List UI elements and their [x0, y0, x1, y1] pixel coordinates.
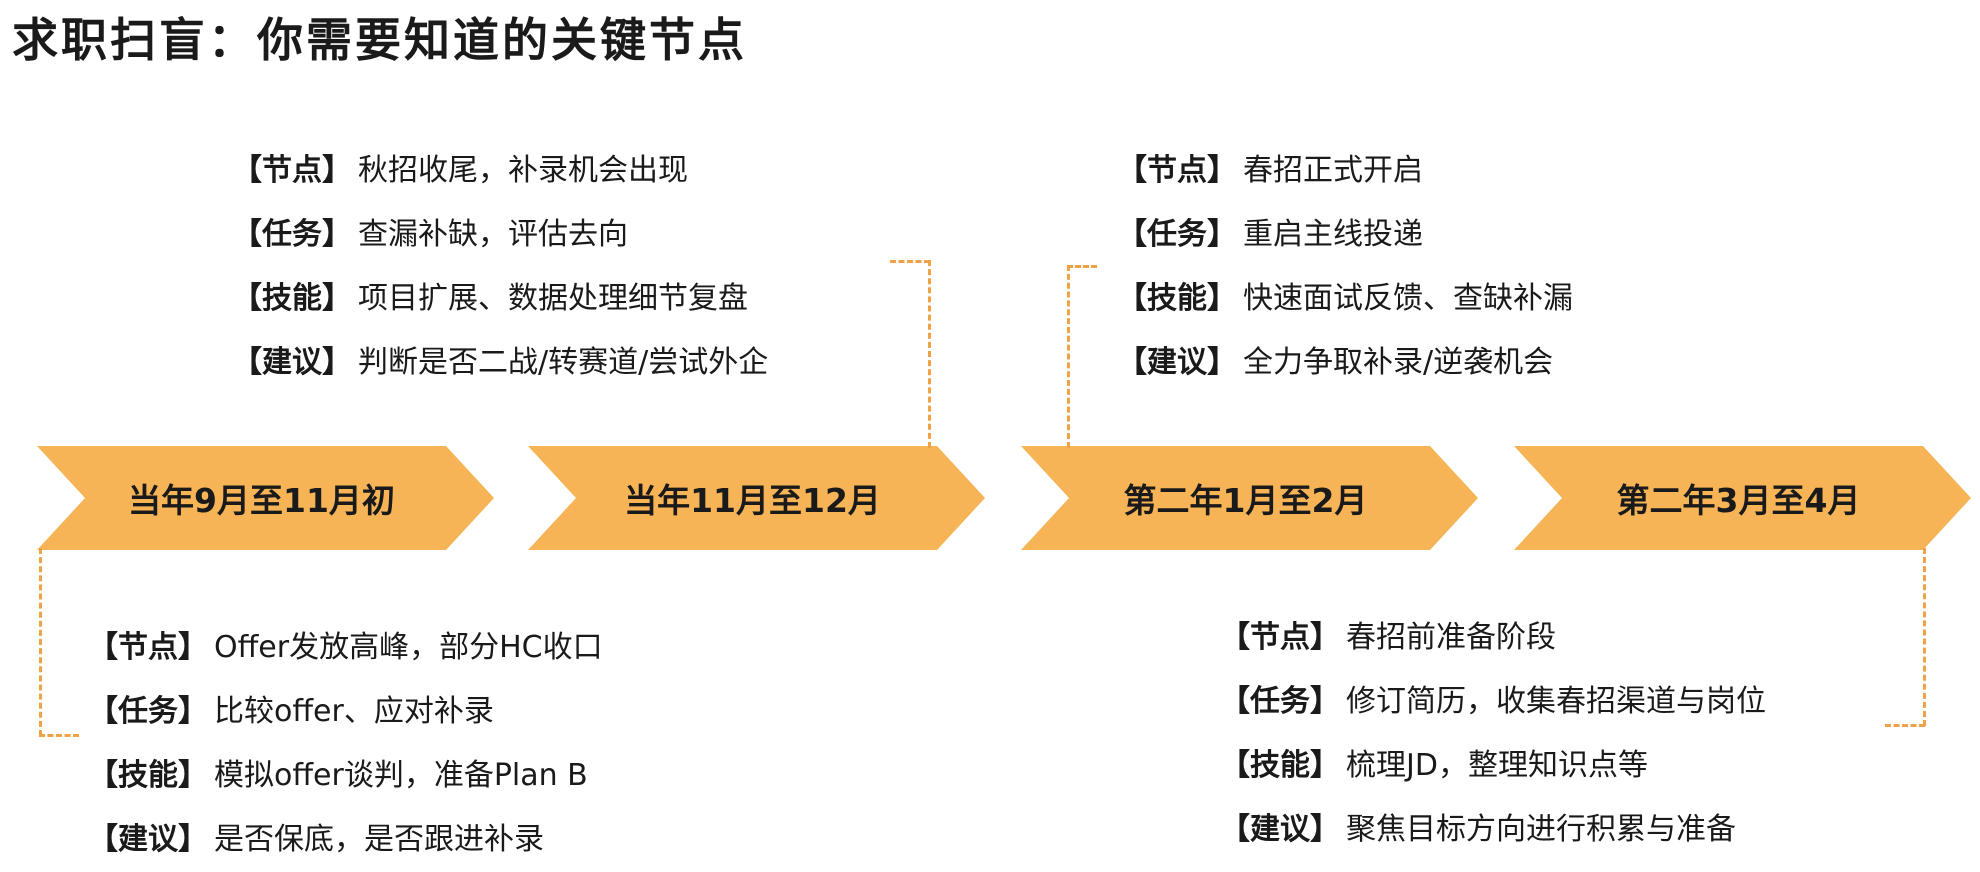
connector-stage-1-vertical — [39, 548, 42, 736]
stage-3-advice-tag: 【建议】 — [1117, 345, 1237, 380]
stage-4-node-text: 春招前准备阶段 — [1346, 620, 1556, 655]
stage-4-task-tag: 【任务】 — [1220, 684, 1340, 719]
stage-2-skill-text: 项目扩展、数据处理细节复盘 — [358, 281, 748, 316]
stage-3-advice-text: 全力争取补录/逆袭机会 — [1243, 345, 1554, 380]
stage-1-advice-tag: 【建议】 — [88, 822, 208, 857]
timeline-arrow-stage-2: 当年11月至12月 — [528, 446, 985, 550]
stage-2-details: 【节点】 秋招收尾，补录机会出现 【任务】 查漏补缺，评估去向 【技能】 项目扩… — [232, 135, 768, 391]
stage-4-skill-tag: 【技能】 — [1220, 748, 1340, 783]
stage-3-task: 【任务】 重启主线投递 — [1117, 199, 1573, 263]
stage-2-advice-tag: 【建议】 — [232, 345, 352, 380]
stage-4-advice-tag: 【建议】 — [1220, 812, 1340, 847]
connector-stage-1-horizontal — [39, 734, 79, 737]
stage-4-task: 【任务】 修订简历，收集春招渠道与岗位 — [1220, 666, 1766, 730]
stage-4-details: 【节点】 春招前准备阶段 【任务】 修订简历，收集春招渠道与岗位 【技能】 梳理… — [1220, 602, 1766, 858]
stage-1-task: 【任务】 比较offer、应对补录 — [88, 676, 603, 740]
stage-3-node: 【节点】 春招正式开启 — [1117, 135, 1573, 199]
stage-2-skill-tag: 【技能】 — [232, 281, 352, 316]
stage-4-skill-text: 梳理JD，整理知识点等 — [1346, 748, 1648, 783]
stage-2-label: 当年11月至12月 — [624, 481, 881, 520]
page-title: 求职扫盲：你需要知道的关键节点 — [12, 13, 747, 67]
connector-stage-2-vertical — [928, 260, 931, 448]
stage-2-task-text: 查漏补缺，评估去向 — [358, 217, 628, 252]
stage-1-advice: 【建议】 是否保底，是否跟进补录 — [88, 804, 603, 868]
stage-3-details: 【节点】 春招正式开启 【任务】 重启主线投递 【技能】 快速面试反馈、查缺补漏… — [1117, 135, 1573, 391]
stage-3-label: 第二年1月至2月 — [1123, 481, 1368, 520]
stage-3-node-tag: 【节点】 — [1117, 153, 1237, 188]
stage-1-task-text: 比较offer、应对补录 — [214, 694, 494, 729]
connector-stage-3-vertical — [1067, 265, 1070, 448]
stage-3-skill: 【技能】 快速面试反馈、查缺补漏 — [1117, 263, 1573, 327]
stage-1-node-tag: 【节点】 — [88, 630, 208, 665]
stage-4-node-tag: 【节点】 — [1220, 620, 1340, 655]
stage-1-node: 【节点】 Offer发放高峰，部分HC收口 — [88, 612, 603, 676]
stage-3-task-text: 重启主线投递 — [1243, 217, 1423, 252]
timeline-arrow-stage-1: 当年9月至11月初 — [37, 446, 494, 550]
stage-4-task-text: 修订简历，收集春招渠道与岗位 — [1346, 684, 1766, 719]
stage-1-details: 【节点】 Offer发放高峰，部分HC收口 【任务】 比较offer、应对补录 … — [88, 612, 603, 868]
stage-4-label: 第二年3月至4月 — [1616, 481, 1861, 520]
stage-1-skill: 【技能】 模拟offer谈判，准备Plan B — [88, 740, 603, 804]
stage-3-skill-text: 快速面试反馈、查缺补漏 — [1243, 281, 1573, 316]
stage-1-skill-tag: 【技能】 — [88, 758, 208, 793]
stage-2-node: 【节点】 秋招收尾，补录机会出现 — [232, 135, 768, 199]
stage-2-node-tag: 【节点】 — [232, 153, 352, 188]
stage-3-skill-tag: 【技能】 — [1117, 281, 1237, 316]
stage-1-skill-text: 模拟offer谈判，准备Plan B — [214, 758, 588, 793]
stage-2-task: 【任务】 查漏补缺，评估去向 — [232, 199, 768, 263]
stage-2-advice-text: 判断是否二战/转赛道/尝试外企 — [358, 345, 769, 380]
connector-stage-2-horizontal — [890, 260, 930, 263]
stage-1-label: 当年9月至11月初 — [128, 481, 395, 520]
stage-3-node-text: 春招正式开启 — [1243, 153, 1423, 188]
stage-4-skill: 【技能】 梳理JD，整理知识点等 — [1220, 730, 1766, 794]
stage-4-advice: 【建议】 聚焦目标方向进行积累与准备 — [1220, 794, 1766, 858]
stage-2-skill: 【技能】 项目扩展、数据处理细节复盘 — [232, 263, 768, 327]
stage-1-advice-text: 是否保底，是否跟进补录 — [214, 822, 544, 857]
stage-1-task-tag: 【任务】 — [88, 694, 208, 729]
stage-1-node-text: Offer发放高峰，部分HC收口 — [214, 630, 603, 665]
stage-4-node: 【节点】 春招前准备阶段 — [1220, 602, 1766, 666]
connector-stage-4-horizontal — [1885, 724, 1925, 727]
stage-2-node-text: 秋招收尾，补录机会出现 — [358, 153, 688, 188]
timeline-arrow-stage-3: 第二年1月至2月 — [1021, 446, 1478, 550]
stage-4-advice-text: 聚焦目标方向进行积累与准备 — [1346, 812, 1736, 847]
stage-3-task-tag: 【任务】 — [1117, 217, 1237, 252]
connector-stage-3-horizontal — [1067, 265, 1097, 268]
timeline-arrow-stage-4: 第二年3月至4月 — [1514, 446, 1971, 550]
connector-stage-4-vertical — [1923, 548, 1926, 726]
stage-2-advice: 【建议】 判断是否二战/转赛道/尝试外企 — [232, 327, 768, 391]
stage-2-task-tag: 【任务】 — [232, 217, 352, 252]
stage-3-advice: 【建议】 全力争取补录/逆袭机会 — [1117, 327, 1573, 391]
